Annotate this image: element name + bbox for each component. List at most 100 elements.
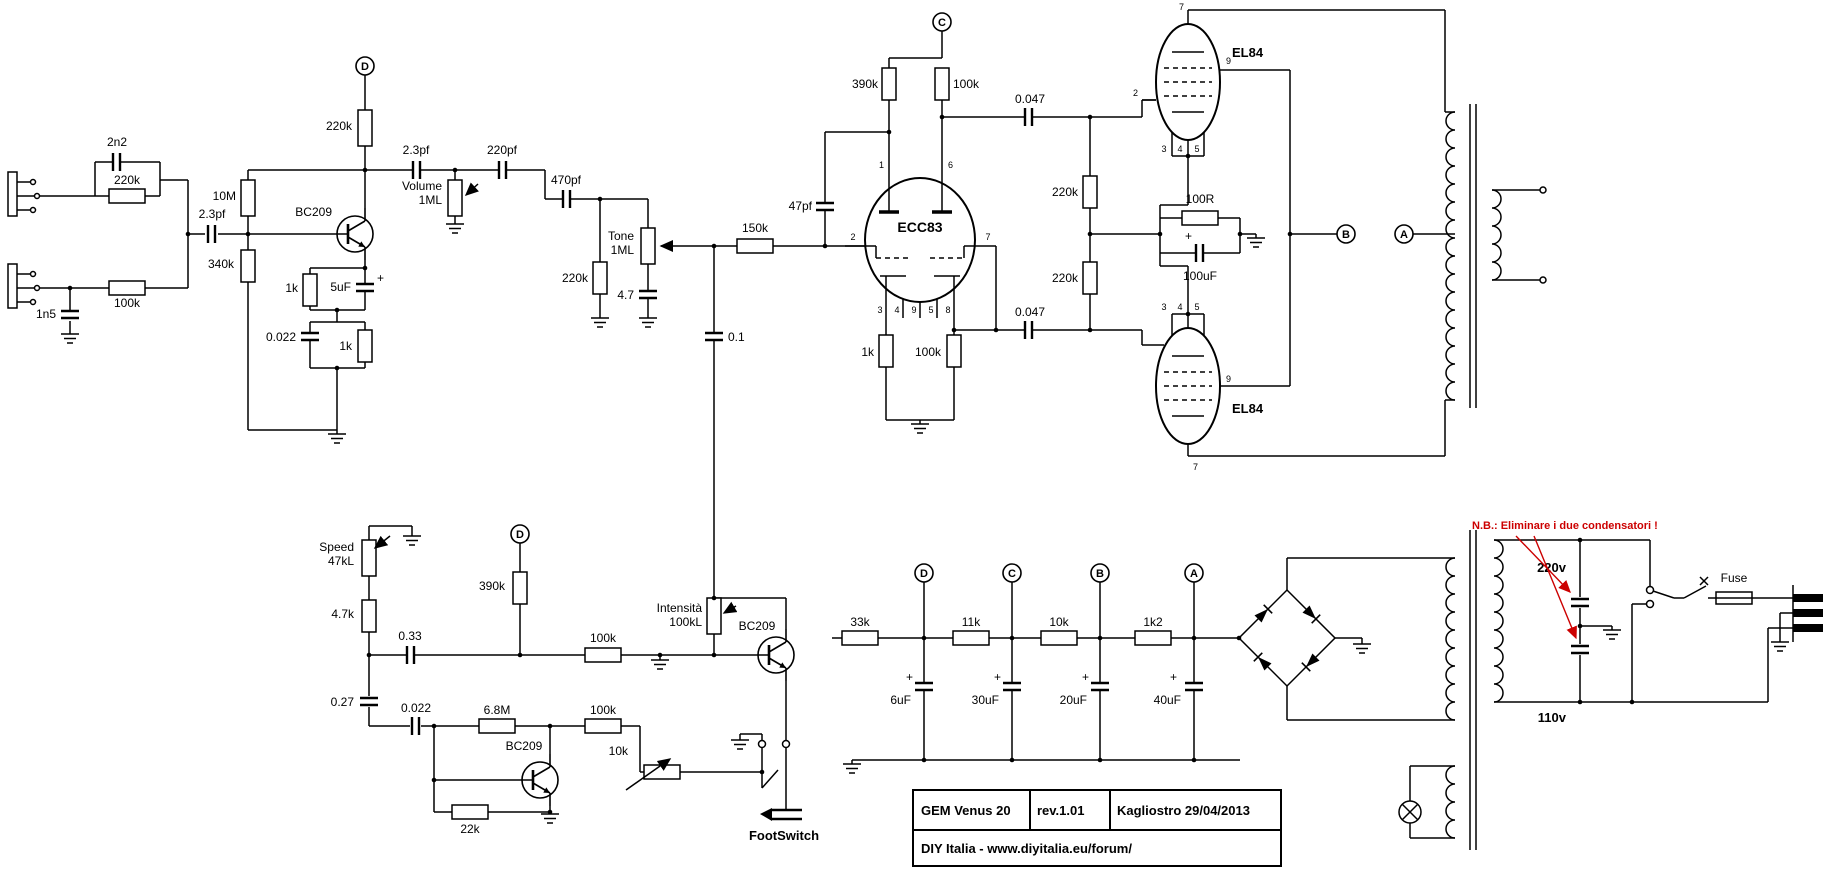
input-network: 2n2 220k 100k 1n5 xyxy=(36,135,189,344)
node-a-circle xyxy=(1394,224,1414,244)
phase-inverter-stage: C B A 390k 100k 47pf ECC83 1 6 2 7 3 4 9… xyxy=(789,12,1455,434)
node-d-label-tremolo: D xyxy=(516,529,524,541)
cap-0.1-tremolo xyxy=(705,331,723,342)
label-r-100k-osc1: 100k xyxy=(590,631,617,645)
ground-icon xyxy=(402,535,422,546)
power-transformer xyxy=(1445,530,1504,850)
first-preamp-stage: D 2.3pf 10M BC209 340k 220k 1k 5uF + 0.0… xyxy=(188,56,384,444)
label-c-220pf: 220pf xyxy=(487,143,518,157)
label-r-390k-tremolo: 390k xyxy=(479,579,506,593)
speaker-terminal xyxy=(1539,186,1547,194)
title-website: DIY Italia - www.diyitalia.eu/forum/ xyxy=(921,841,1132,856)
output-transformer xyxy=(1445,104,1547,408)
label-c-100uf: 100uF xyxy=(1183,269,1217,283)
tube-el84-bottom-envelope xyxy=(1155,327,1221,445)
pin-9-top: 9 xyxy=(1226,56,1231,66)
pin-3: 3 xyxy=(877,305,882,315)
label-c-30uf: 30uF xyxy=(972,693,999,707)
label-c-6uf: 6uF xyxy=(890,693,911,707)
label-c-4.7: 4.7 xyxy=(617,288,634,302)
resistor-33k xyxy=(841,630,879,646)
label-r-340k: 340k xyxy=(208,257,235,271)
transistor-bc209-q3 xyxy=(748,627,796,683)
ground-icon xyxy=(1770,641,1790,652)
power-core xyxy=(1469,530,1477,850)
label-110v: 110v xyxy=(1538,710,1567,725)
ground-icon xyxy=(730,739,750,750)
label-r-220k-input: 220k xyxy=(114,173,141,187)
transistor-bc209-q2 xyxy=(512,752,560,808)
label-r-100k-input: 100k xyxy=(114,296,141,310)
ground-icon xyxy=(540,813,560,824)
resistor-100k-osc2 xyxy=(584,718,622,734)
volume-tone-network: Volume 1ML 2.3pf 220pf 470pf 220k Tone 1… xyxy=(365,143,866,598)
footswitch-jack: FootSwitch xyxy=(730,733,819,843)
footswitch-contact xyxy=(757,739,767,749)
ground-icon xyxy=(650,659,670,670)
cap-0.022-emitter xyxy=(301,331,319,342)
resistor-4.7k xyxy=(361,599,377,633)
footswitch-plug-contacts xyxy=(772,808,802,821)
selector-contact-110 xyxy=(1645,599,1655,609)
ground-icon xyxy=(638,317,658,328)
pin-9-bottom: 9 xyxy=(1226,374,1231,384)
cap-0.047-top xyxy=(1023,108,1034,126)
hv-secondary-winding xyxy=(1445,557,1456,721)
mains-cap-2 xyxy=(1571,644,1589,655)
resistor-22k xyxy=(451,804,489,820)
tone-pot xyxy=(640,227,656,265)
ground-icon xyxy=(590,317,610,328)
label-c-40uf: 40uF xyxy=(1154,693,1181,707)
plus-sign-40uf: + xyxy=(1170,670,1177,684)
title-block: GEM Venus 20 rev.1.01 Kagliostro 29/04/2… xyxy=(912,789,1282,867)
plus-sign-30uf: + xyxy=(994,670,1001,684)
cap-47pf xyxy=(816,201,834,212)
label-q3-bc209: BC209 xyxy=(739,619,776,633)
cap-5uf xyxy=(356,282,374,293)
resistor-1k-cathode xyxy=(878,334,894,368)
node-d-circle-tremolo xyxy=(510,524,530,544)
title-revision: rev.1.01 xyxy=(1037,803,1084,818)
label-speed: Speed xyxy=(319,540,354,554)
cap-2.3pf-bright xyxy=(411,161,422,179)
cap-0.047-bottom xyxy=(1023,321,1034,339)
node-d-label-psu: D xyxy=(920,568,928,580)
label-c-0.27: 0.27 xyxy=(331,695,355,709)
label-r-100r: 100R xyxy=(1186,192,1215,206)
ground-icon xyxy=(60,333,80,344)
plug-pin xyxy=(1793,594,1823,602)
output-primary-winding xyxy=(1445,111,1456,401)
pin-7-top: 7 xyxy=(1179,2,1184,12)
label-r-1k-emitter1: 1k xyxy=(285,281,299,295)
plus-sign-20uf: + xyxy=(1082,670,1089,684)
note-eliminate-caps: N.B.: Eliminare i due condensatori ! xyxy=(1472,520,1658,532)
cap-100uf xyxy=(1194,244,1205,262)
el84-top-internals xyxy=(1164,51,1212,113)
label-c-0.022-emitter: 0.022 xyxy=(266,330,296,344)
ground-icon xyxy=(1246,237,1266,248)
node-d-circle-psu xyxy=(914,563,934,583)
ground-icon xyxy=(842,763,862,774)
label-c-0.047-top: 0.047 xyxy=(1015,92,1045,106)
bridge-rectifier xyxy=(1237,557,1455,721)
title-model: GEM Venus 20 xyxy=(921,803,1011,818)
input-jack-1 xyxy=(7,171,18,217)
resistor-1k-emitter1 xyxy=(302,273,318,307)
label-r-150k: 150k xyxy=(742,221,769,235)
label-r-1k2: 1k2 xyxy=(1143,615,1163,629)
note-arrow-2 xyxy=(1533,535,1577,640)
node-b-circle-psu xyxy=(1090,563,1110,583)
plug-pin xyxy=(1793,609,1823,617)
speed-pot xyxy=(361,539,377,577)
node-c-circle-psu xyxy=(1002,563,1022,583)
pin-3-bottom: 3 xyxy=(1161,302,1166,312)
ground-icon xyxy=(1352,643,1372,654)
label-220v: 220v xyxy=(1537,560,1567,575)
power-supply-filter: D C B A 33k 11k 10k 1k2 6uF 30uF 20uF 40… xyxy=(832,563,1240,774)
cap-6uf xyxy=(915,681,933,692)
label-r-100k-tail: 100k xyxy=(915,345,942,359)
node-a-label-psu: A xyxy=(1190,568,1198,580)
input-jack-2 xyxy=(7,263,18,309)
mains-cap-1 xyxy=(1571,597,1589,608)
cap-0.33 xyxy=(405,646,416,664)
